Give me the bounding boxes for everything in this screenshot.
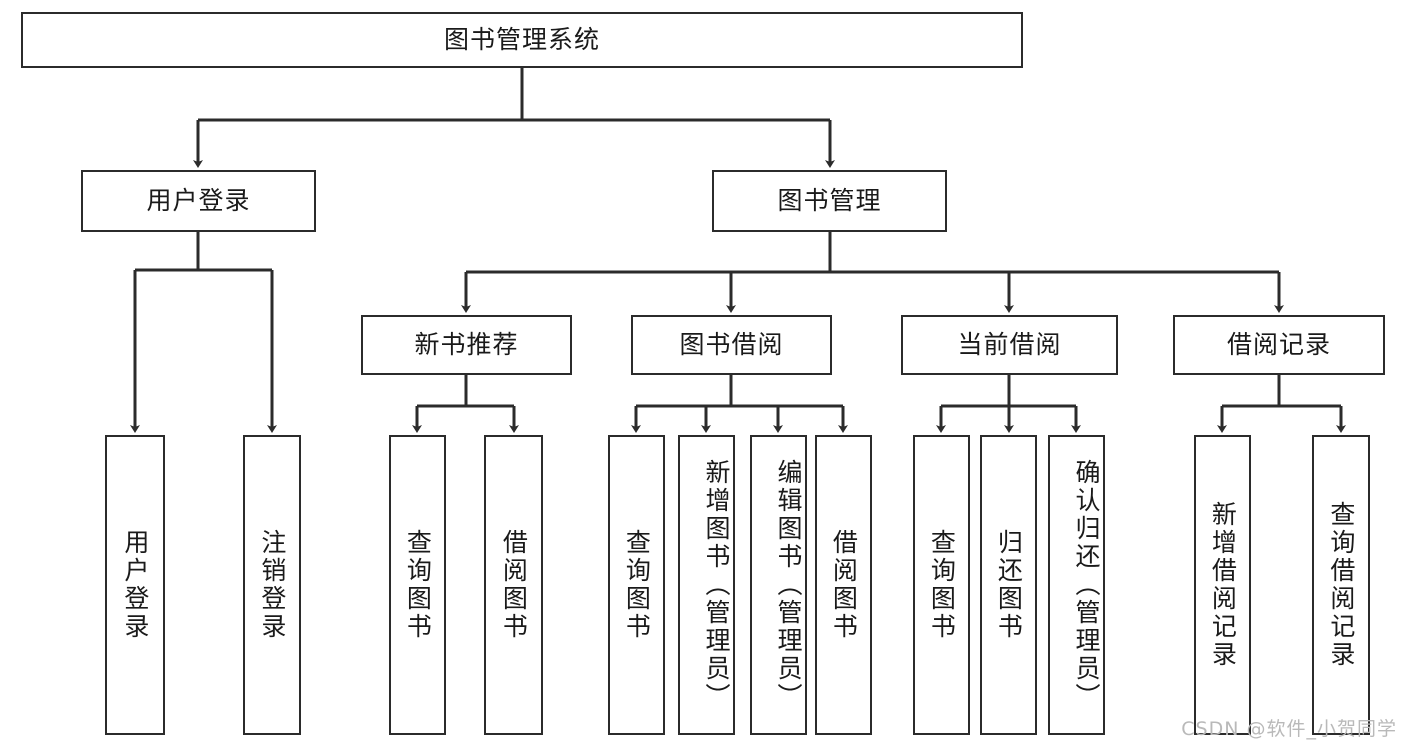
watermark: CSDN @软件_小贺同学 bbox=[1181, 718, 1397, 740]
node-leaf-query-book-3-label: 查询图书 bbox=[927, 529, 957, 641]
node-leaf-return-book-label: 归还图书 bbox=[994, 529, 1024, 641]
node-leaf-confirm-return[interactable]: 确认归还（管理员） bbox=[1048, 435, 1105, 735]
node-book-manage-label: 图书管理 bbox=[777, 186, 882, 215]
node-leaf-query-book-1[interactable]: 查询图书 bbox=[389, 435, 446, 735]
node-user-login-label: 用户登录 bbox=[146, 186, 251, 215]
node-leaf-logout-label: 注销登录 bbox=[257, 529, 287, 641]
node-new-book-recommend[interactable]: 新书推荐 bbox=[361, 315, 572, 375]
node-new-book-recommend-label: 新书推荐 bbox=[414, 330, 519, 359]
node-root-label: 图书管理系统 bbox=[443, 25, 600, 54]
node-leaf-query-record[interactable]: 查询借阅记录 bbox=[1312, 435, 1370, 735]
node-leaf-borrow-book-1-label: 借阅图书 bbox=[499, 529, 529, 641]
node-leaf-query-record-label: 查询借阅记录 bbox=[1326, 501, 1356, 669]
node-leaf-user-login[interactable]: 用户登录 bbox=[105, 435, 165, 735]
node-borrow-record[interactable]: 借阅记录 bbox=[1173, 315, 1385, 375]
node-book-borrow[interactable]: 图书借阅 bbox=[631, 315, 832, 375]
node-leaf-confirm-return-label: 确认归还（管理员） bbox=[1072, 459, 1101, 711]
node-current-borrow-label: 当前借阅 bbox=[957, 330, 1062, 359]
node-leaf-logout[interactable]: 注销登录 bbox=[243, 435, 301, 735]
node-leaf-return-book[interactable]: 归还图书 bbox=[980, 435, 1037, 735]
node-leaf-edit-book[interactable]: 编辑图书（管理员） bbox=[750, 435, 807, 735]
node-book-manage[interactable]: 图书管理 bbox=[712, 170, 947, 232]
node-leaf-user-login-label: 用户登录 bbox=[120, 529, 150, 641]
node-leaf-query-book-2[interactable]: 查询图书 bbox=[608, 435, 665, 735]
node-root[interactable]: 图书管理系统 bbox=[21, 12, 1023, 68]
node-leaf-add-book-label: 新增图书（管理员） bbox=[702, 459, 731, 711]
node-borrow-record-label: 借阅记录 bbox=[1226, 330, 1331, 359]
node-leaf-query-book-3[interactable]: 查询图书 bbox=[913, 435, 970, 735]
node-leaf-add-record[interactable]: 新增借阅记录 bbox=[1194, 435, 1251, 735]
node-leaf-edit-book-label: 编辑图书（管理员） bbox=[774, 459, 803, 711]
node-leaf-query-book-1-label: 查询图书 bbox=[403, 529, 433, 641]
node-leaf-query-book-2-label: 查询图书 bbox=[622, 529, 652, 641]
node-leaf-borrow-book-2-label: 借阅图书 bbox=[829, 529, 859, 641]
node-book-borrow-label: 图书借阅 bbox=[679, 330, 784, 359]
node-leaf-add-record-label: 新增借阅记录 bbox=[1208, 501, 1238, 669]
node-user-login[interactable]: 用户登录 bbox=[81, 170, 316, 232]
node-current-borrow[interactable]: 当前借阅 bbox=[901, 315, 1118, 375]
node-leaf-borrow-book-1[interactable]: 借阅图书 bbox=[484, 435, 543, 735]
node-leaf-add-book[interactable]: 新增图书（管理员） bbox=[678, 435, 735, 735]
node-leaf-borrow-book-2[interactable]: 借阅图书 bbox=[815, 435, 872, 735]
